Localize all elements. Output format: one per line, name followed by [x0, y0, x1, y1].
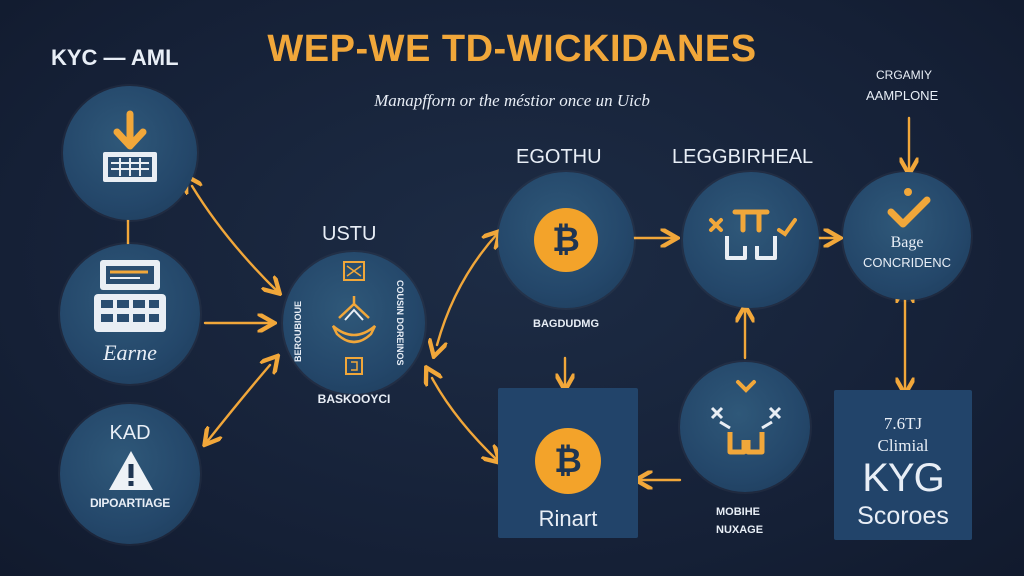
link-hub-rinart: [432, 378, 498, 461]
mobile-handshake-icon: [710, 380, 782, 455]
page-title: WEP-WE TD-WICKIDANES: [267, 28, 757, 70]
download-arrow-icon: [103, 110, 157, 182]
crown-icon: [331, 261, 377, 375]
kad-node: KAD DIPOARTIAGE: [60, 404, 200, 544]
hub-right-text: COUSIN DOREINOS: [395, 280, 405, 366]
egothu-node: ₿: [498, 172, 634, 308]
scores-line4: Scoroes: [857, 502, 949, 530]
badge-node: Bage CONCRIDENC: [843, 172, 971, 300]
kad-caption: DIPOARTIAGE: [89, 496, 171, 510]
scores-line2: Climial: [877, 436, 929, 455]
warning-icon: [109, 451, 153, 490]
mobile-caption-line1: MOBIHE: [716, 506, 760, 518]
scores-node: 7.6TJ Climial KYG Scoroes: [834, 390, 972, 540]
leggbirheal-node: [683, 172, 819, 308]
rinart-node: ₿ Rinart: [498, 388, 638, 538]
mobile-node: [680, 362, 810, 492]
egothu-title: EGOTHU: [516, 146, 602, 168]
page-subtitle: Manapfforn or the méstior once un Uicb: [374, 91, 650, 110]
kad-title: KAD: [109, 422, 151, 444]
earne-label: Earne: [103, 340, 157, 365]
hub-left-text: BEROUBIOUE: [293, 300, 303, 362]
rinart-label: Rinart: [538, 506, 598, 531]
scores-line3: KYG: [862, 456, 944, 500]
link-kyc-hub: [192, 186, 278, 292]
link-kad-hub: [206, 365, 270, 443]
link-hub-egothu: [437, 233, 498, 345]
bitcoin-icon: ₿: [535, 428, 601, 494]
leggbirheal-title: LEGGBIRHEAL: [672, 146, 814, 168]
hub-node: BEROUBIOUE COUSIN DOREINOS: [283, 252, 425, 394]
bitcoin-icon: ₿: [534, 208, 598, 272]
scanner-icon: [94, 260, 166, 332]
badge-label-line2: CONCRIDENC: [862, 255, 952, 270]
scores-line1: 7.6TJ: [883, 414, 923, 433]
egothu-caption: BAGDUDMG: [533, 318, 599, 330]
mobile-caption-line2: NUXAGE: [716, 524, 764, 536]
badge-top-line2: AAMPLONE: [866, 88, 939, 103]
badge-top-line1: CRGAMIY: [876, 68, 933, 82]
handshake-icon: [709, 209, 797, 260]
earne-node: Earne: [60, 244, 200, 384]
corner-label: KYC — AML: [51, 45, 179, 70]
badge-label-line1: Bage: [890, 234, 924, 251]
kyc-download-node: [63, 86, 197, 220]
checkmark-icon: [887, 188, 931, 228]
hub-title: USTU: [322, 223, 377, 245]
hub-bottom-text: BASKOOYCI: [317, 392, 391, 406]
